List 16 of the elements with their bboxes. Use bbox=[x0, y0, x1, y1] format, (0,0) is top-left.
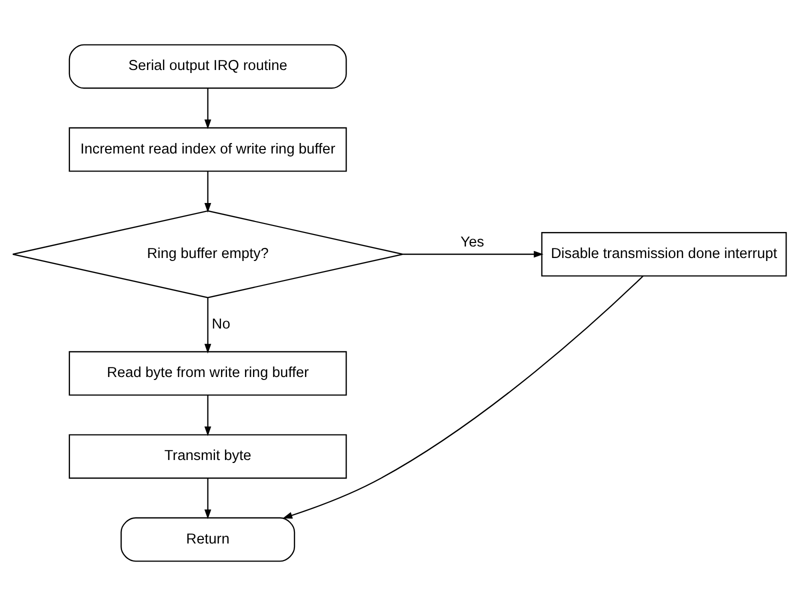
arrow bbox=[204, 297, 212, 354]
edge-label: Yes bbox=[460, 234, 484, 250]
arrow bbox=[204, 170, 212, 212]
node-box: Serial output IRQ routine bbox=[68, 44, 347, 88]
node-diamond: Ring buffer empty? bbox=[12, 210, 404, 298]
arrow bbox=[204, 394, 212, 436]
node-box: Read byte from write ring buffer bbox=[68, 350, 347, 396]
node-box: Return bbox=[120, 516, 296, 562]
arrow bbox=[204, 478, 212, 519]
arrow bbox=[204, 88, 212, 129]
node-box: Increment read index of write ring buffer bbox=[68, 126, 347, 172]
edge-label: No bbox=[212, 316, 230, 332]
arrow bbox=[282, 275, 644, 518]
arrow bbox=[402, 250, 544, 258]
node-box: Transmit byte bbox=[68, 434, 347, 478]
node-box: Disable transmission done interrupt bbox=[541, 231, 787, 276]
